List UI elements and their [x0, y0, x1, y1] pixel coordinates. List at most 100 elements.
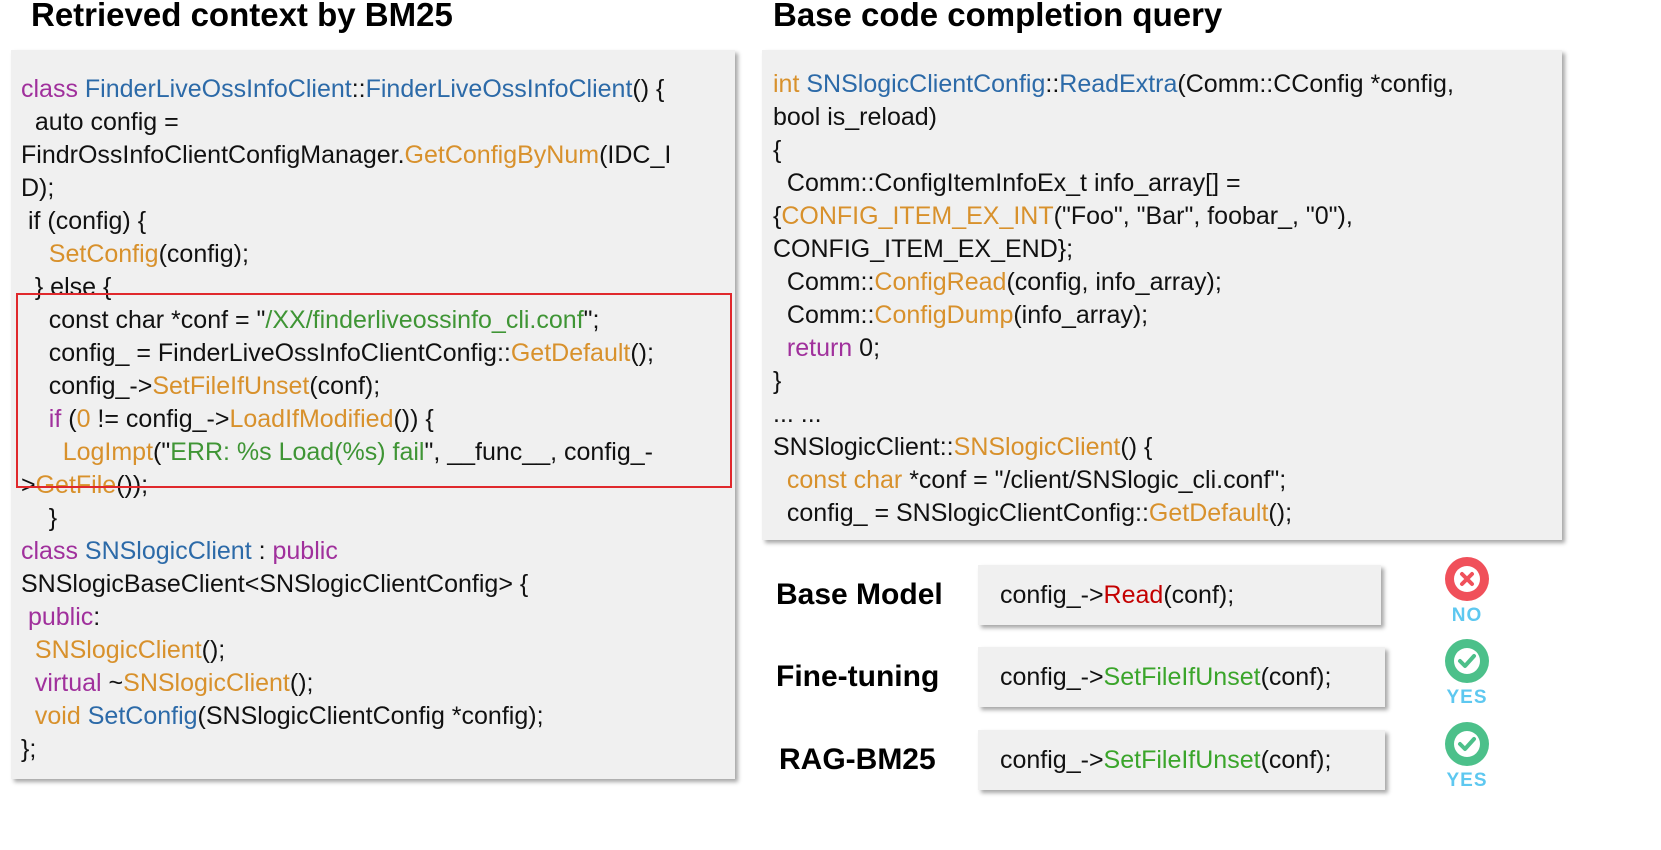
code-token: 0; [852, 334, 881, 362]
code-line: SNSlogicBaseClient<SNSlogicClientConfig>… [21, 568, 671, 601]
code-line: config_ = FinderLiveOssInfoClientConfig:… [21, 337, 671, 370]
answer-function: SetFileIfUnset [1103, 746, 1261, 774]
code-token: } [21, 504, 58, 532]
check-icon [1445, 639, 1489, 683]
code-line: Comm::ConfigItemInfoEx_t info_array[] = [773, 167, 1454, 200]
code-token: { [773, 136, 782, 164]
code-token: config_-> [21, 372, 153, 400]
code-token: const char *conf = " [21, 306, 266, 334]
relevant-snippet-highlight [16, 293, 732, 488]
correct-badge: YES [1432, 720, 1502, 792]
result-label: Base Model [776, 578, 943, 611]
code-token: FindrOssInfoClientConfigManager. [21, 141, 405, 169]
code-line: class SNSlogicClient : public [21, 535, 671, 568]
verdict-text: YES [1446, 770, 1488, 791]
code-token: (conf); [309, 372, 381, 400]
code-token: ~ [101, 669, 124, 697]
cross-icon [1445, 557, 1489, 601]
code-line: ... ... [773, 398, 1454, 431]
check-icon [1445, 722, 1489, 766]
code-line: if (config) { [21, 205, 671, 238]
code-token: : [93, 603, 101, 631]
code-token: ReadExtra [1059, 70, 1178, 98]
answer-prefix: config_-> [1000, 581, 1104, 609]
code-line: >GetFile()); [21, 469, 671, 502]
code-token: > [21, 471, 36, 499]
code-token: CONFIG_ITEM_EX_END}; [773, 235, 1074, 263]
code-line: bool is_reload) [773, 101, 1454, 134]
code-token: (IDC_I [599, 141, 672, 169]
code-token: if (config) { [21, 207, 147, 235]
code-token: SetConfig [48, 240, 159, 268]
code-token: { [773, 202, 782, 230]
code-token: config_ = FinderLiveOssInfoClientConfig:… [21, 339, 511, 367]
code-token: () { [632, 75, 665, 103]
code-line: auto config = [21, 106, 671, 139]
code-line: return 0; [773, 332, 1454, 365]
answer-prefix: config_-> [1000, 746, 1104, 774]
code-token: : [251, 537, 273, 565]
code-token: *conf = "/client/SNSlogic_cli.conf"; [902, 466, 1287, 494]
code-token: FinderLiveOssInfoClient [365, 75, 633, 103]
code-line: class FinderLiveOssInfoClient::FinderLiv… [21, 73, 671, 106]
code-token: LoadIfModified [229, 405, 394, 433]
code-token: :: [351, 75, 366, 103]
code-token: ERR: %s Load(%s) fail [170, 438, 425, 466]
code-token: }; [21, 735, 37, 763]
code-line: Comm::ConfigDump(info_array); [773, 299, 1454, 332]
code-line: Comm::ConfigRead(config, info_array); [773, 266, 1454, 299]
verdict-text: YES [1446, 687, 1488, 708]
code-token: } [773, 367, 782, 395]
code-token: (config); [158, 240, 249, 268]
code-line: void SetConfig(SNSlogicClientConfig *con… [21, 700, 671, 733]
code-line: FindrOssInfoClientConfigManager.GetConfi… [21, 139, 671, 172]
code-token: ("Foo", "Bar", foobar_, "0"), [1053, 202, 1353, 230]
code-line: const char *conf = "/XX/finderliveossinf… [21, 304, 671, 337]
code-line: }; [21, 733, 671, 766]
code-token: SNSlogicClientConfig [806, 70, 1046, 98]
code-token: (Comm::CConfig *config, [1177, 70, 1454, 98]
code-line: {CONFIG_ITEM_EX_INT("Foo", "Bar", foobar… [773, 200, 1454, 233]
code-token: SetFileIfUnset [152, 372, 310, 400]
code-token [21, 603, 28, 631]
code-token: :: [1045, 70, 1060, 98]
code-line: { [773, 134, 1454, 167]
code-token: ()); [116, 471, 149, 499]
result-label: RAG-BM25 [779, 743, 936, 776]
code-token: D); [21, 174, 55, 202]
code-token: (info_array); [1013, 301, 1149, 329]
answer-suffix: (conf); [1260, 746, 1332, 774]
code-line: virtual ~SNSlogicClient(); [21, 667, 671, 700]
code-token [21, 669, 35, 697]
code-line: public: [21, 601, 671, 634]
code-line: LogImpt("ERR: %s Load(%s) fail", __func_… [21, 436, 671, 469]
code-token: class [21, 537, 85, 565]
code-line: CONFIG_ITEM_EX_END}; [773, 233, 1454, 266]
code-token: "; [583, 306, 600, 334]
answer-function: Read [1103, 581, 1164, 609]
incorrect-badge: NO [1432, 555, 1502, 627]
code-token: public [27, 603, 94, 631]
code-token: CONFIG_ITEM_EX_INT [781, 202, 1054, 230]
code-line: } [21, 502, 671, 535]
code-token: FinderLiveOssInfoClient [84, 75, 352, 103]
code-token: SNSlogicClient [34, 636, 202, 664]
code-token: return [786, 334, 853, 362]
answer-function: SetFileIfUnset [1103, 663, 1261, 691]
code-token: SNSlogicClient:: [773, 433, 954, 461]
code-token: (); [289, 669, 314, 697]
completion-answer: config_->SetFileIfUnset(conf); [978, 647, 1385, 707]
code-line: } [773, 365, 1454, 398]
code-token [773, 334, 787, 362]
code-token: 0 [76, 405, 91, 433]
correct-badge: YES [1432, 637, 1502, 709]
code-token: auto config = [21, 108, 179, 136]
code-token: SetConfig [87, 702, 198, 730]
code-token: (); [630, 339, 654, 367]
code-line: int SNSlogicClientConfig::ReadExtra(Comm… [773, 68, 1454, 101]
code-token: const char [786, 466, 903, 494]
code-token: SNSlogicClient [123, 669, 290, 697]
code-token [21, 240, 49, 268]
code-token [81, 702, 88, 730]
code-token: config_ = SNSlogicClientConfig:: [773, 499, 1149, 527]
